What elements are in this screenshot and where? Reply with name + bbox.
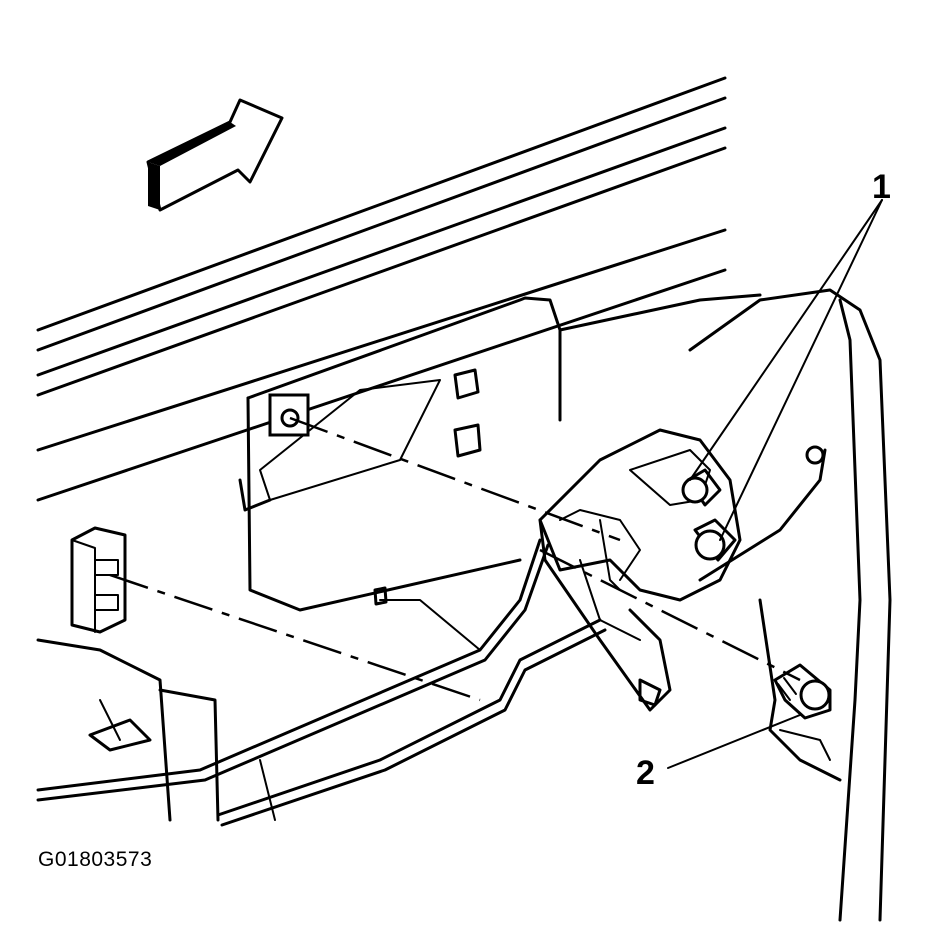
rod-clip xyxy=(70,526,127,634)
bed-rail xyxy=(36,76,727,502)
alignment-lines xyxy=(109,416,801,702)
leader-lines xyxy=(667,199,883,769)
lower-panel xyxy=(36,638,276,822)
tailgate-panel xyxy=(238,288,892,922)
callout-2: 2 xyxy=(636,754,655,792)
latch-cable xyxy=(698,445,827,582)
callout-1: 1 xyxy=(872,168,891,206)
actuator-rods xyxy=(36,538,607,827)
bolt-icon xyxy=(773,663,832,720)
latch-slots xyxy=(268,368,482,606)
latch-mechanism xyxy=(538,428,742,712)
direction-arrow-icon xyxy=(146,98,284,212)
figure-id: G01803573 xyxy=(38,848,153,871)
